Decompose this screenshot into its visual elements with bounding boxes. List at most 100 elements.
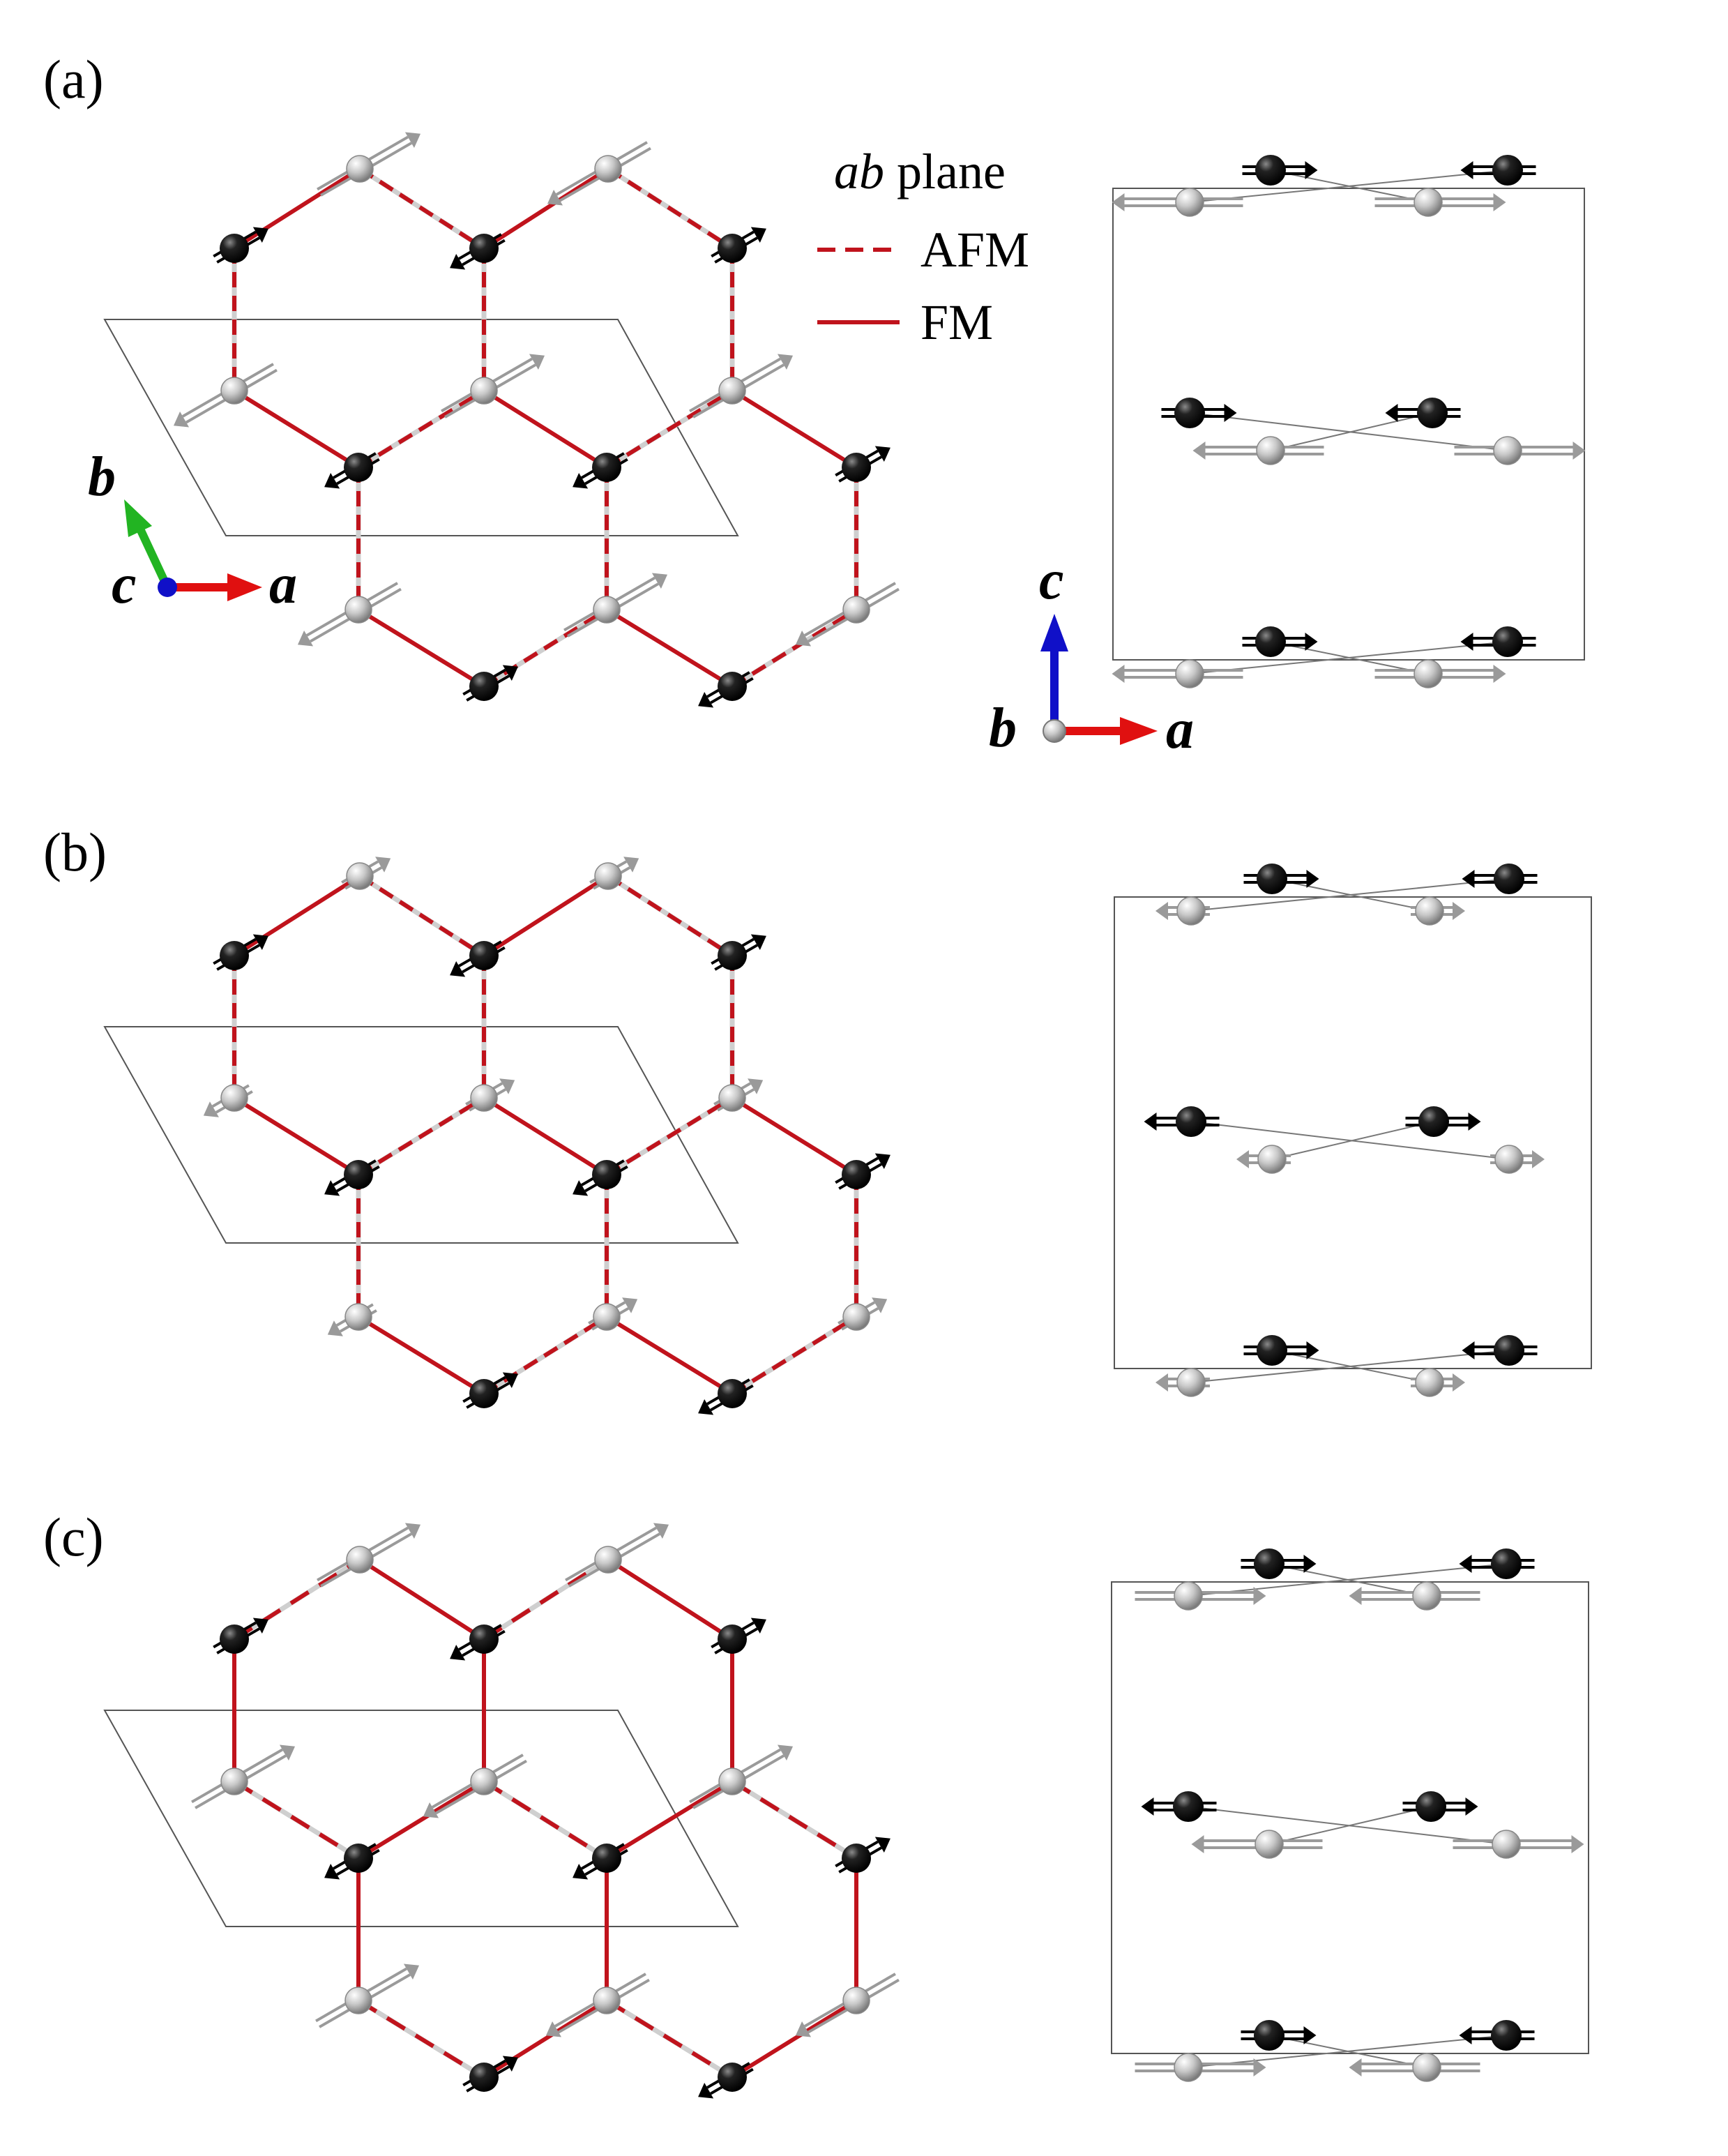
black-atom bbox=[1418, 1106, 1449, 1137]
gray-atom bbox=[1494, 1145, 1524, 1174]
gray-atom bbox=[594, 1546, 622, 1574]
afm-bond bbox=[483, 608, 608, 688]
black-spin-arrow-head bbox=[1305, 633, 1318, 651]
afm-bond bbox=[731, 608, 858, 688]
ab-plane-view-c bbox=[103, 1523, 900, 2099]
axis-a-arrowhead-side bbox=[1120, 717, 1158, 745]
fm-bond bbox=[731, 389, 858, 469]
black-spin-arrow-head bbox=[1144, 1113, 1157, 1131]
gray-spin-arrow-head bbox=[1571, 1835, 1584, 1853]
legend-plane-italic: ab bbox=[834, 144, 884, 199]
black-atom bbox=[718, 941, 747, 970]
side-bond bbox=[1190, 1350, 1510, 1383]
afm-bond bbox=[607, 874, 734, 958]
afm-bond bbox=[357, 389, 485, 469]
gray-atom bbox=[344, 1303, 372, 1331]
gray-atom bbox=[1174, 1581, 1203, 1611]
black-atom bbox=[1176, 1106, 1206, 1137]
gray-spin-arrow-head bbox=[1155, 902, 1168, 920]
side-bond bbox=[1188, 1563, 1507, 1597]
afm-bond bbox=[731, 1315, 858, 1396]
black-atom bbox=[469, 1624, 499, 1654]
mixed-bond bbox=[233, 1779, 360, 1860]
gray-atom bbox=[1414, 659, 1443, 688]
gray-atom bbox=[1176, 1368, 1206, 1397]
gray-spin-arrow-head bbox=[795, 630, 812, 647]
black-atom bbox=[592, 453, 621, 482]
black-atom bbox=[220, 234, 249, 263]
afm-bond bbox=[483, 1315, 608, 1396]
black-atom bbox=[842, 453, 871, 482]
afm-bond bbox=[605, 1096, 734, 1177]
gray-spin-arrow-head bbox=[1349, 1587, 1362, 1605]
black-spin-arrow-head bbox=[450, 960, 466, 977]
mixed-bond bbox=[605, 1998, 734, 2079]
gray-spin-arrow-head bbox=[1192, 442, 1206, 460]
panel-label-c: (c) bbox=[43, 1507, 104, 1567]
gray-spin-arrow-head bbox=[1253, 1587, 1266, 1605]
gray-atom bbox=[346, 862, 374, 890]
black-spin-arrow-head bbox=[874, 1837, 890, 1853]
black-spin-arrow-head bbox=[1306, 1341, 1319, 1359]
black-spin-arrow-head bbox=[874, 446, 890, 462]
gray-spin-arrow-head bbox=[423, 1802, 439, 1818]
black-spin-arrow-head bbox=[1385, 404, 1398, 422]
legend-plane-label: ab plane bbox=[834, 144, 1006, 199]
black-atom bbox=[718, 1379, 747, 1408]
black-spin-arrow-head bbox=[324, 1863, 340, 1880]
axis-a-arrowhead bbox=[227, 573, 262, 601]
ab-plane-view-a bbox=[103, 132, 900, 708]
panel-label-b: (b) bbox=[43, 822, 107, 882]
axis-c-arrowhead-side bbox=[1040, 614, 1068, 651]
axis-label-b-side: b bbox=[989, 698, 1017, 759]
gray-atom bbox=[1414, 188, 1443, 217]
afm-bond bbox=[607, 167, 734, 250]
black-spin-arrow-head bbox=[1460, 633, 1473, 651]
side-view-b bbox=[1114, 864, 1592, 1397]
black-spin-arrow-head bbox=[874, 1153, 890, 1170]
fm-bond bbox=[483, 1998, 608, 2079]
gray-spin-arrow-head bbox=[1453, 902, 1465, 920]
black-spin-arrow-head bbox=[1460, 161, 1473, 179]
black-spin-arrow-head bbox=[698, 691, 714, 708]
black-spin-arrow-head bbox=[750, 1618, 766, 1634]
afm-bond bbox=[605, 389, 734, 469]
gray-spin-arrow-head bbox=[327, 1320, 343, 1336]
gray-atom bbox=[1415, 1368, 1444, 1397]
side-bond bbox=[1268, 1806, 1432, 1845]
gray-spin-arrow-head bbox=[777, 354, 794, 370]
fm-bond bbox=[731, 1998, 858, 2079]
gray-atom bbox=[1412, 2053, 1441, 2082]
black-spin-arrow-head bbox=[450, 1644, 466, 1661]
black-spin-arrow-head bbox=[750, 934, 766, 951]
black-spin-arrow-head bbox=[252, 227, 268, 243]
gray-spin-arrow-head bbox=[1349, 2058, 1362, 2076]
black-atom bbox=[1491, 2020, 1522, 2051]
fm-bond bbox=[607, 1558, 734, 1641]
black-atom bbox=[1174, 398, 1205, 428]
black-atom bbox=[469, 1379, 499, 1408]
legend-afm-label: AFM bbox=[920, 222, 1029, 278]
black-spin-arrow-head bbox=[573, 1863, 589, 1880]
gray-atom bbox=[344, 1987, 372, 2014]
black-spin-arrow-head bbox=[1305, 161, 1318, 179]
black-atom bbox=[1492, 155, 1523, 186]
mixed-bond bbox=[233, 1558, 361, 1641]
black-spin-arrow-head bbox=[1306, 870, 1319, 888]
gray-atom bbox=[1175, 188, 1204, 217]
fm-bond bbox=[357, 1779, 485, 1860]
side-unit-cell bbox=[1112, 188, 1585, 661]
side-unit-cell bbox=[1114, 896, 1592, 1369]
mixed-bond bbox=[483, 1779, 608, 1860]
black-atom bbox=[718, 672, 747, 701]
black-atom bbox=[469, 234, 499, 263]
black-atom bbox=[1492, 626, 1523, 657]
gray-spin-arrow-head bbox=[499, 1078, 515, 1094]
gray-spin-arrow-head bbox=[203, 1101, 219, 1117]
black-spin-arrow-head bbox=[698, 1399, 714, 1415]
axis-b-ball-side bbox=[1043, 719, 1066, 743]
unit-cell bbox=[103, 1710, 739, 1927]
unit-cell bbox=[103, 319, 739, 536]
black-atom bbox=[1255, 626, 1286, 657]
black-atom bbox=[469, 2063, 499, 2092]
